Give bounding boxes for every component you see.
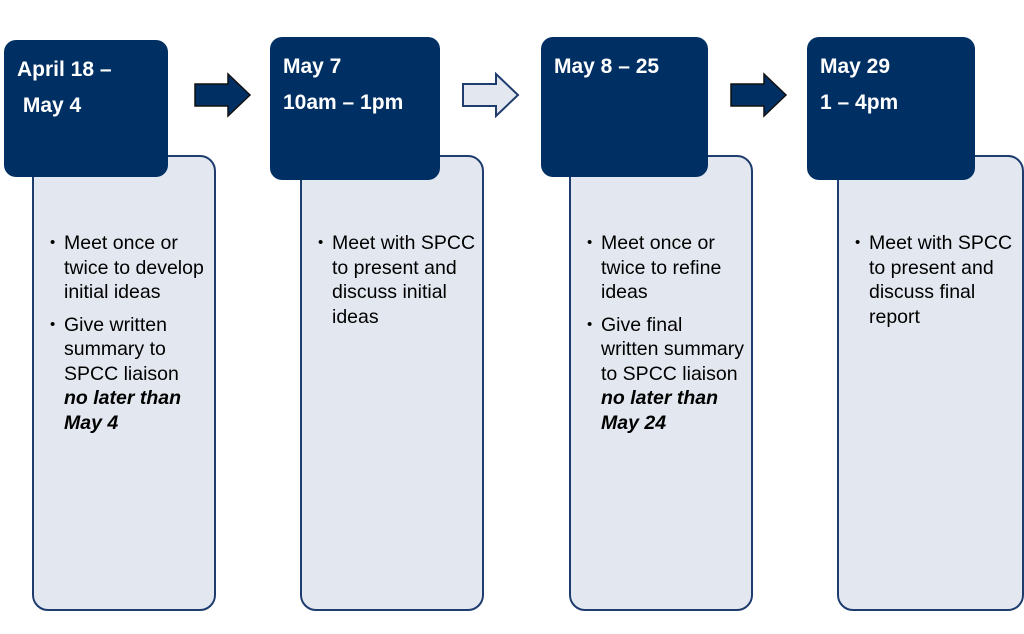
stage-4-body: Meet with SPCC to present and discuss fi… (837, 155, 1024, 611)
bullet: Give final written summary to SPCC liais… (587, 313, 745, 436)
stage-3-title-line: May 8 – 25 (554, 55, 660, 78)
stage-2-header: May 7 10am – 1pm (270, 37, 440, 180)
stage-4-header: May 29 1 – 4pm (807, 37, 975, 180)
stage-3-body: Meet once or twice to refine ideas Give … (569, 155, 753, 611)
stage-4-title-line: May 29 (820, 55, 891, 78)
stage-2-title-line: May 7 (283, 55, 342, 78)
bullet: Meet once or twice to refine ideas (587, 231, 745, 305)
arrow-right-icon (730, 72, 788, 118)
stage-1-header: April 18 – May 4 (4, 40, 168, 177)
arrow-right-icon (194, 72, 252, 118)
bullet: Give written summary to SPCC liaison no … (50, 313, 208, 436)
stage-1-body: Meet once or twice to develop initial id… (32, 155, 216, 611)
stage-1-title-line: April 18 – (17, 58, 112, 81)
stage-2-body: Meet with SPCC to present and discuss in… (300, 155, 484, 611)
stage-3-header: May 8 – 25 (541, 37, 708, 177)
stage-1-title-line: May 4 (17, 94, 82, 117)
arrow-right-outline-icon (462, 72, 520, 118)
bullet: Meet with SPCC to present and discuss in… (318, 231, 476, 329)
stage-2-title-line: 10am – 1pm (283, 91, 404, 114)
bullet: Meet with SPCC to present and discuss fi… (855, 231, 1016, 329)
stage-4-title-line: 1 – 4pm (820, 91, 899, 114)
bullet: Meet once or twice to develop initial id… (50, 231, 208, 305)
